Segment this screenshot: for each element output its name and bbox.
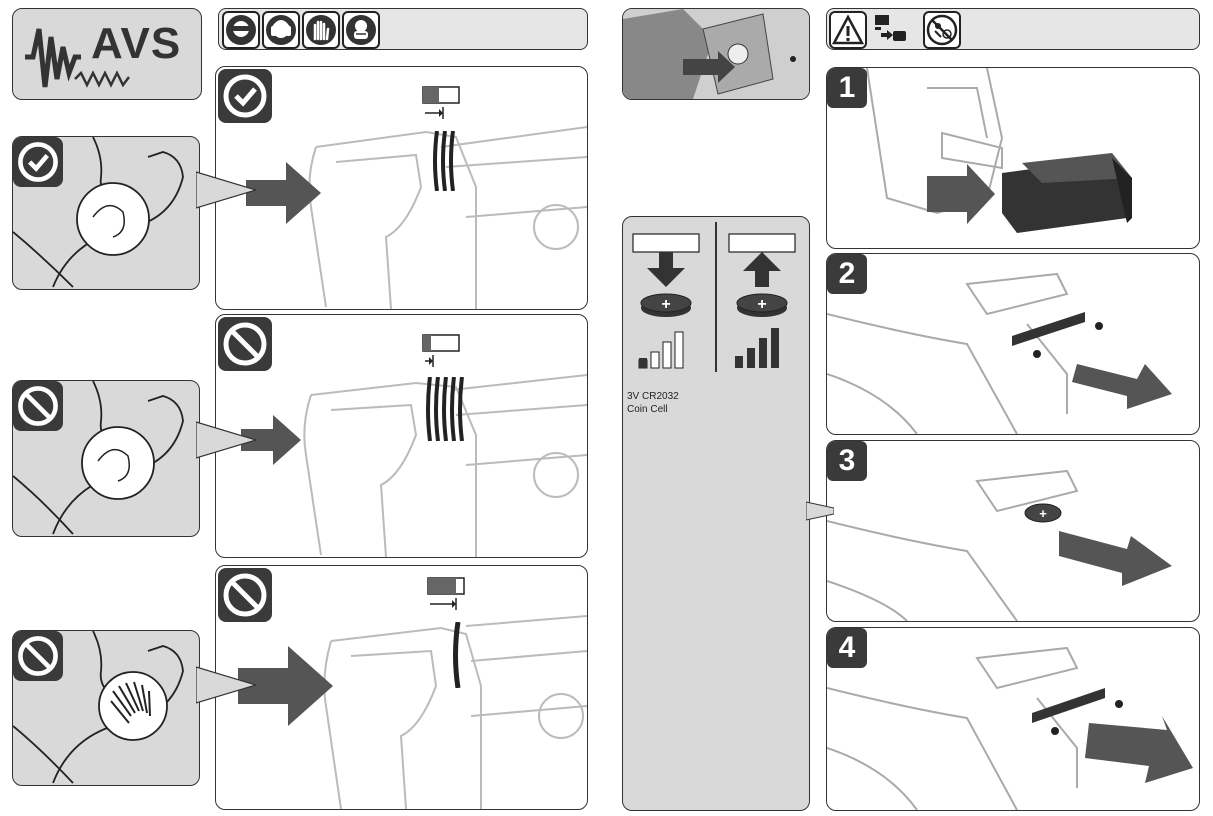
bellows-ring <box>426 377 464 441</box>
coin-cell-label-line1: 3V CR2032 <box>627 391 679 402</box>
safety-glasses-icon <box>222 11 260 49</box>
cover-install-drawing <box>827 646 1193 810</box>
bellows-ring <box>453 622 461 688</box>
prohibited-icon <box>223 573 267 617</box>
rotary-hammer-drawing <box>308 126 587 309</box>
prohibited-icon <box>18 386 58 426</box>
rotary-hammer-drawing <box>303 374 587 557</box>
prohibited-icon <box>223 322 267 366</box>
coin-cell-info-panel: + + 3V CR2032 Coin Cell <box>622 216 810 811</box>
step-panel-4: 4 <box>826 627 1200 811</box>
step-number-1: 1 <box>827 68 867 108</box>
step-panel-2: 2 <box>826 253 1200 435</box>
callout-pointer-row1 <box>196 171 256 209</box>
coin-cell-removal-drawing: + <box>827 469 1172 621</box>
step-number-3: 3 <box>827 441 867 481</box>
prohibited-badge-arm <box>13 631 63 681</box>
relaxed-arm-icon <box>13 381 184 535</box>
push-arrow-icon <box>238 646 333 726</box>
arm-panel-row2 <box>12 380 200 537</box>
svg-text:+: + <box>757 296 766 313</box>
drill-panel-row3 <box>215 565 588 810</box>
step-number-2: 2 <box>827 254 867 294</box>
dust-mask-icon <box>342 11 380 49</box>
check-icon <box>18 142 58 182</box>
avs-logo-box: AVS <box>12 8 202 100</box>
vibration-wave-icon <box>25 28 130 88</box>
compression-indicator <box>427 577 465 610</box>
svg-text:+: + <box>1039 506 1047 521</box>
remove-battery-icon <box>873 11 907 45</box>
step-panel-3: + 3 <box>826 440 1200 622</box>
divider-line <box>715 222 717 372</box>
tool-detail-drawing <box>623 9 809 99</box>
check-icon <box>223 74 267 118</box>
warning-triangle-icon <box>829 11 867 49</box>
rotary-hammer-drawing <box>323 615 587 809</box>
step-panel-1: 1 <box>826 67 1200 249</box>
bellows-ring <box>433 131 455 191</box>
prohibited-badge <box>218 568 272 622</box>
push-arrow-icon <box>246 162 321 224</box>
svg-text:+: + <box>661 296 670 313</box>
push-arrow-icon <box>241 415 301 465</box>
check-badge <box>218 69 272 123</box>
avs-logo-text: AVS <box>91 19 182 68</box>
arm-panel-row1 <box>12 136 200 290</box>
ear-protection-icon <box>262 11 300 49</box>
keep-from-children-icon <box>923 11 961 49</box>
compression-indicator <box>422 334 460 367</box>
indicator-fill <box>423 335 431 351</box>
prohibited-badge <box>218 317 272 371</box>
battery-removal-drawing <box>866 68 1132 233</box>
insert-coin-cell-icon: + <box>632 233 700 369</box>
indicator-fill <box>423 87 439 103</box>
step-number-4: 4 <box>827 628 867 668</box>
drill-panel-row2 <box>215 314 588 558</box>
cover-removal-drawing <box>827 272 1172 434</box>
coin-cell-label-line2: Coin Cell <box>627 404 668 415</box>
relaxed-arm-icon <box>13 137 184 288</box>
drill-panel-row1 <box>215 66 588 310</box>
compression-indicator <box>422 86 460 119</box>
indicator-fill <box>428 578 456 594</box>
remove-coin-cell-icon: + <box>728 233 796 368</box>
arm-panel-row3 <box>12 630 200 786</box>
prohibited-icon <box>18 636 58 676</box>
coin-cell-callout-line <box>806 501 834 521</box>
vibrating-arm-icon <box>13 631 184 784</box>
gloves-icon <box>302 11 340 49</box>
callout-pointer-row3 <box>196 666 256 704</box>
prohibited-badge-arm <box>13 381 63 431</box>
tool-detail-panel <box>622 8 810 100</box>
check-badge-arm <box>13 137 63 187</box>
callout-pointer-row2 <box>196 421 256 459</box>
